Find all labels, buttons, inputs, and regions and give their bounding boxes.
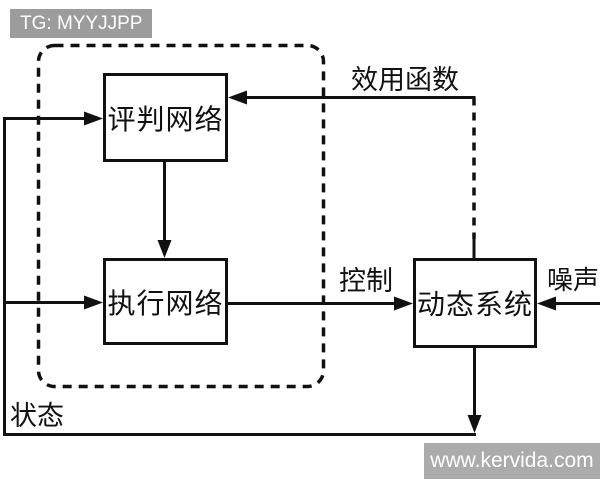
noise-label: 噪声 [547,266,600,296]
state-to-actor-arrowhead [84,295,103,310]
dynamic-system-box: 动态系统 [413,258,537,348]
utility-function-label: 效用函数 [351,65,459,96]
control-arrowhead [394,296,413,311]
action-network-box: 执行网络 [103,258,228,345]
action-network-label: 执行网络 [107,286,224,320]
utility-arrowhead [228,90,247,105]
critic-to-actor-arrowhead [157,240,172,258]
critic-network-box: 评判网络 [103,73,228,162]
system-to-state-arrowhead [467,415,482,433]
noise-arrowhead [537,296,556,311]
control-label: 控制 [339,266,393,297]
watermark: www.kervida.com [424,443,600,479]
dashed-module-border [36,43,326,389]
generator-tag: TG: MYYJJPP [10,9,153,38]
state-to-critic-arrowhead [84,111,103,126]
state-label: 状态 [10,401,64,432]
dynamic-system-label: 动态系统 [416,288,533,321]
critic-network-label: 评判网络 [107,102,224,136]
